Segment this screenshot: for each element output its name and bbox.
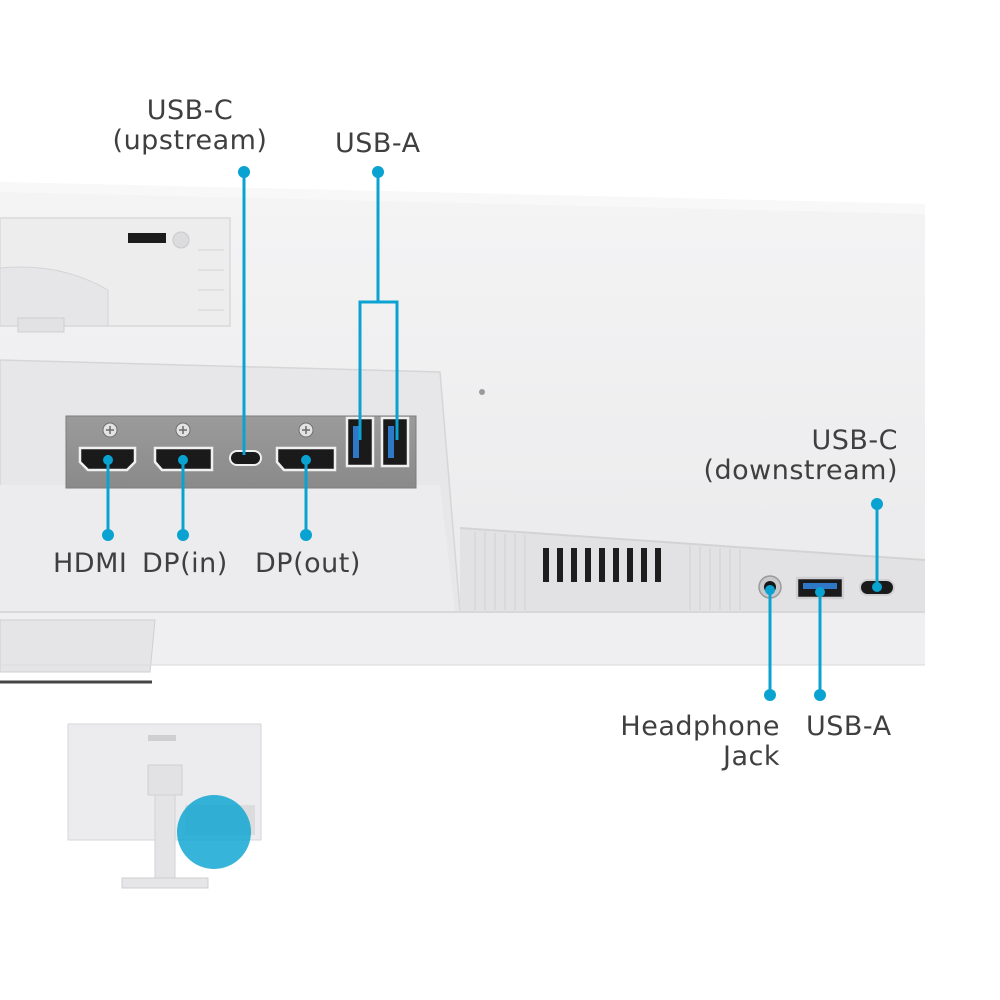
- leader-lines: [106, 172, 879, 695]
- label-hdmi: HDMI: [53, 548, 128, 579]
- port-panel: [65, 415, 417, 489]
- label-usb-c-downstream-line2: (downstream): [703, 455, 898, 486]
- monitor-thumbnail: [67, 723, 262, 889]
- label-headphone-jack-line1: Headphone: [620, 711, 780, 742]
- label-usb-a-bottom: USB-A: [806, 711, 892, 742]
- leader-dots: [102, 166, 883, 701]
- usb-a-ports-icon: [345, 416, 410, 468]
- label-usb-c-downstream-line1: USB-C: [811, 425, 898, 456]
- label-usb-a-top: USB-A: [335, 128, 421, 159]
- ribbed-texture: [474, 532, 741, 610]
- label-headphone-jack: Headphone Jack: [600, 712, 780, 772]
- label-usb-c-upstream-line2: (upstream): [112, 125, 268, 156]
- label-usb-c-downstream: USB-C (downstream): [680, 426, 898, 486]
- label-usb-c-upstream: USB-C (upstream): [100, 96, 280, 156]
- vent-slots: [543, 548, 661, 582]
- label-usb-c-upstream-line1: USB-C: [146, 95, 234, 126]
- label-headphone-jack-line2: Jack: [723, 741, 780, 772]
- label-dp-out: DP(out): [255, 548, 361, 579]
- label-dp-in: DP(in): [142, 548, 228, 579]
- highlight-circle-icon: [177, 795, 251, 869]
